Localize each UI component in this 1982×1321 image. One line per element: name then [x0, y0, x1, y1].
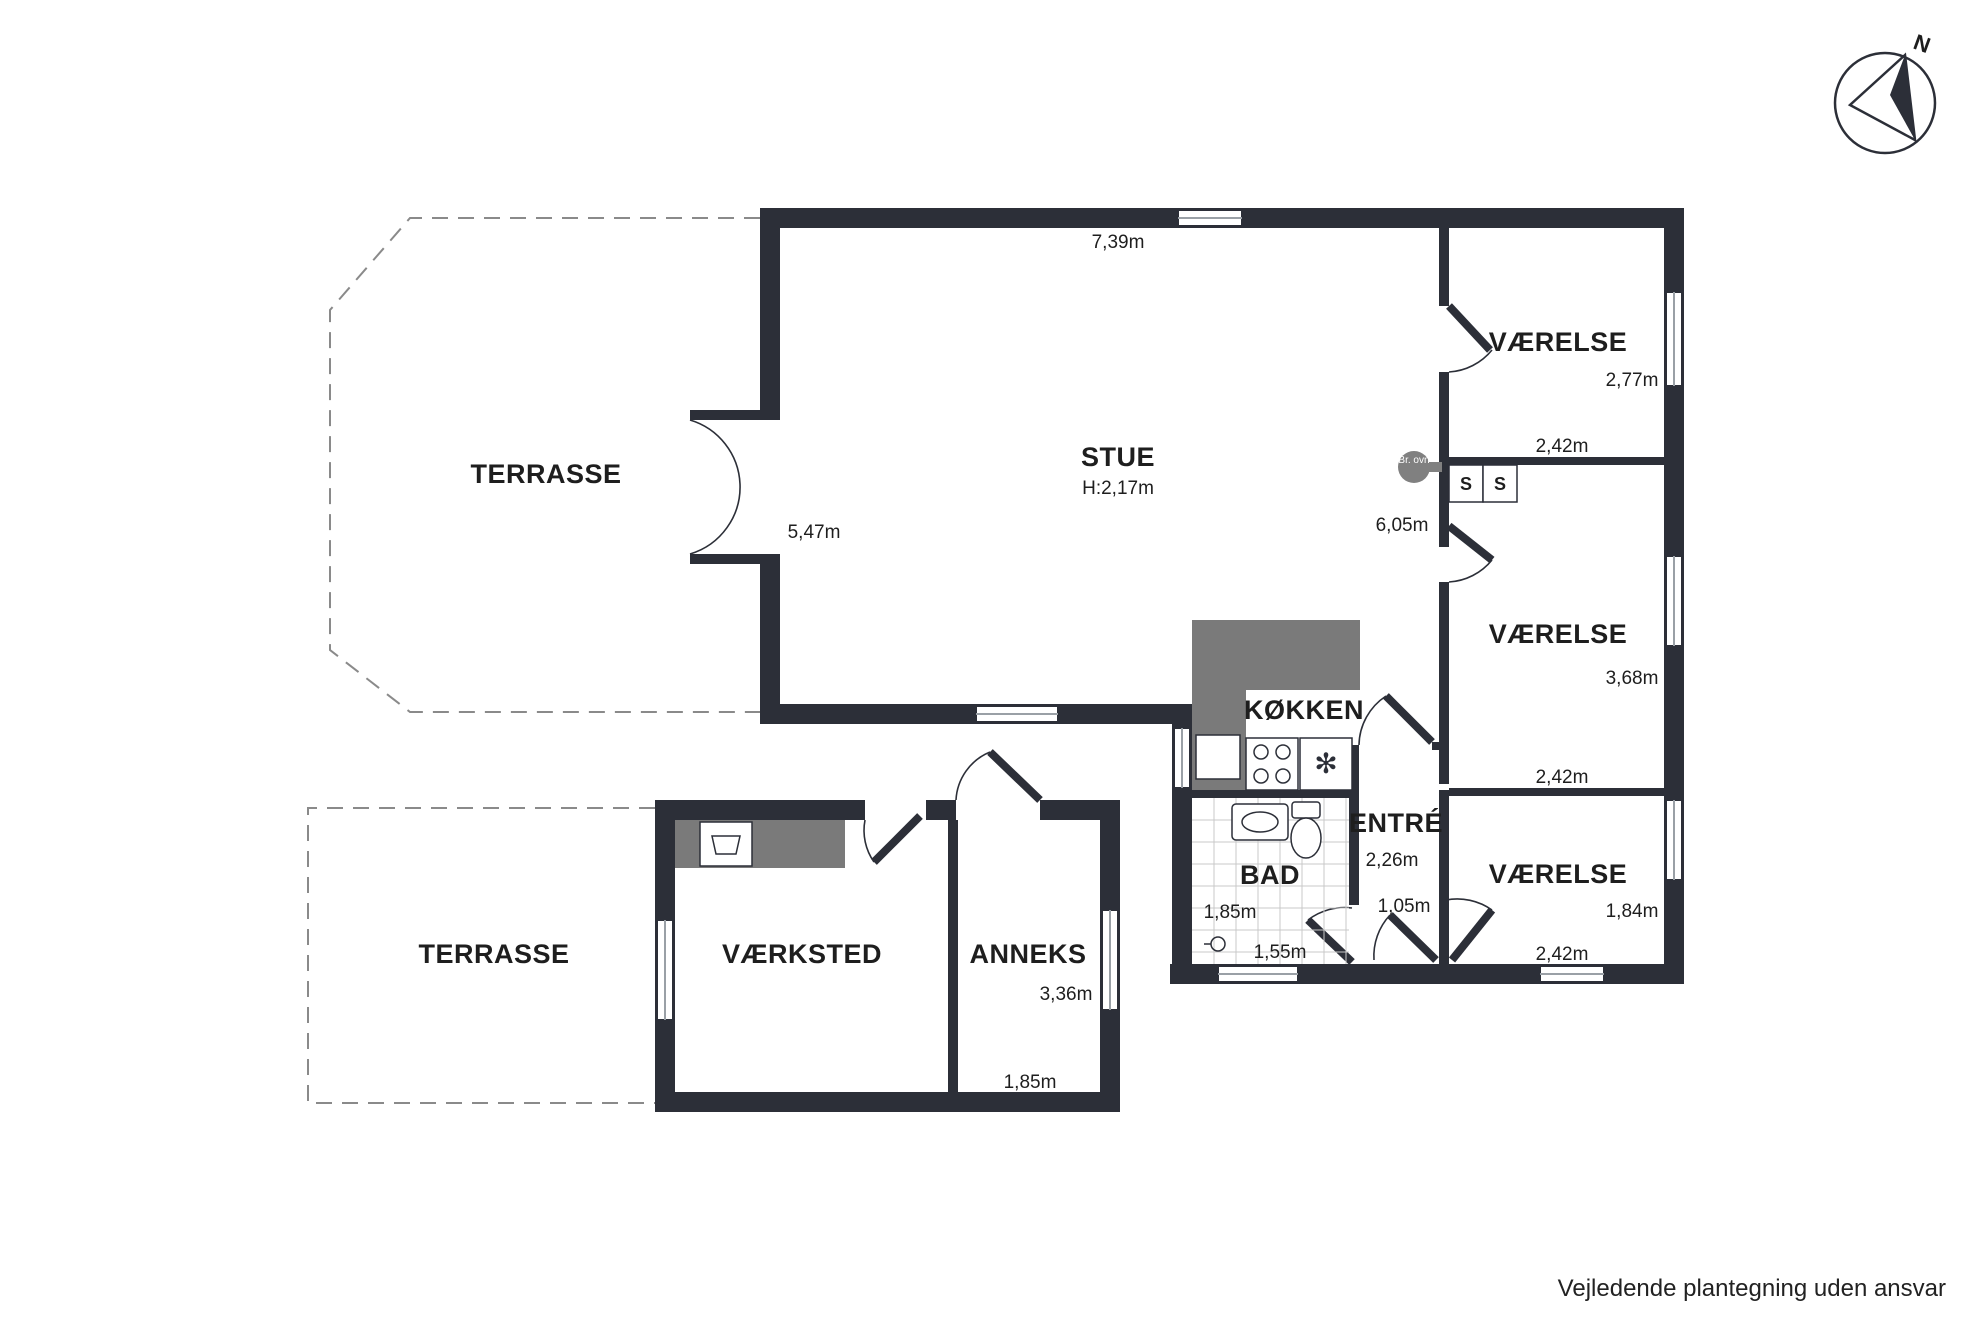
dim-vaerelse-3-width: 2,42m [1536, 944, 1589, 965]
kitchen-counter: ✻ [1192, 620, 1360, 791]
room-label-terrasse-2: TERRASSE [418, 939, 569, 969]
terrace-outline-lower [307, 807, 655, 1104]
annex-walls [655, 800, 1120, 1112]
room-label-terrasse-main: TERRASSE [470, 459, 621, 489]
stove-icon [1245, 737, 1299, 791]
dim-bad-width: 1,55m [1254, 942, 1307, 963]
workshop-door[interactable] [863, 813, 923, 865]
entre-door-kitchen[interactable] [1358, 693, 1435, 746]
room-label-vaerelse-1: VÆRELSE [1489, 327, 1628, 357]
annex-door[interactable] [955, 749, 1043, 803]
dim-stue-depth: 5,47m [788, 522, 841, 543]
dim-vaerelse-1-width: 2,42m [1536, 436, 1589, 457]
toilet-icon [1290, 801, 1322, 859]
shower-icon [1204, 936, 1226, 952]
dim-anneks-depth: 3,36m [1040, 984, 1093, 1005]
dim-entre-depth: 2,26m [1366, 850, 1419, 871]
wood-stove-icon: Br. ovn [1398, 451, 1442, 483]
main-house-walls [690, 208, 1684, 984]
dim-entre-width: 1,05m [1378, 896, 1431, 917]
dim-anneks-width: 1,85m [1004, 1072, 1057, 1093]
bath-door[interactable] [1305, 906, 1355, 965]
room-label-anneks: ANNEKS [969, 939, 1086, 969]
storage-cabinets: S S [1448, 464, 1518, 503]
vaerelse-2-door[interactable] [1446, 522, 1495, 583]
room-label-stue: STUE [1081, 442, 1155, 472]
dim-vaerelse-2-width: 2,42m [1536, 767, 1589, 788]
north-label: N [1910, 29, 1933, 58]
cabinet-label-1: S [1460, 474, 1472, 494]
fridge-icon: ✻ [1299, 737, 1353, 791]
room-label-bad: BAD [1240, 860, 1300, 890]
dim-stue-right: 6,05m [1376, 515, 1429, 536]
front-door[interactable] [1373, 912, 1439, 963]
compass-icon: N [1833, 29, 1937, 155]
dim-vaerelse-1-depth: 2,77m [1606, 370, 1659, 391]
windows [975, 209, 1683, 983]
terrace-double-door[interactable] [689, 419, 741, 555]
room-label-vaerelse-3: VÆRELSE [1489, 859, 1628, 889]
oven-label: Br. ovn [1398, 455, 1429, 466]
disclaimer-caption: Vejledende plantegning uden ansvar [1557, 1275, 1946, 1302]
dim-vaerelse-2-depth: 3,68m [1606, 668, 1659, 689]
stue-height: H:2,17m [1082, 478, 1154, 499]
cabinet-label-2: S [1494, 474, 1506, 494]
kitchen-sink [1195, 734, 1241, 780]
room-label-entre: ENTRÉ [1349, 807, 1443, 838]
terrace-outline-main [329, 217, 760, 713]
workshop-counter [675, 820, 845, 868]
vaerelse-3-door[interactable] [1445, 898, 1496, 963]
bath-sink-icon [1231, 803, 1289, 841]
room-label-vaerelse-2: VÆRELSE [1489, 619, 1628, 649]
svg-text:✻: ✻ [1314, 747, 1337, 780]
room-label-koekken: KØKKEN [1244, 695, 1364, 725]
vaerelse-1-door[interactable] [1446, 303, 1493, 373]
dim-vaerelse-3-depth: 1,84m [1606, 901, 1659, 922]
dim-bad-depth: 1,85m [1204, 902, 1257, 923]
dim-stue-width: 7,39m [1092, 232, 1145, 253]
room-label-vaerksted: VÆRKSTED [722, 939, 882, 969]
